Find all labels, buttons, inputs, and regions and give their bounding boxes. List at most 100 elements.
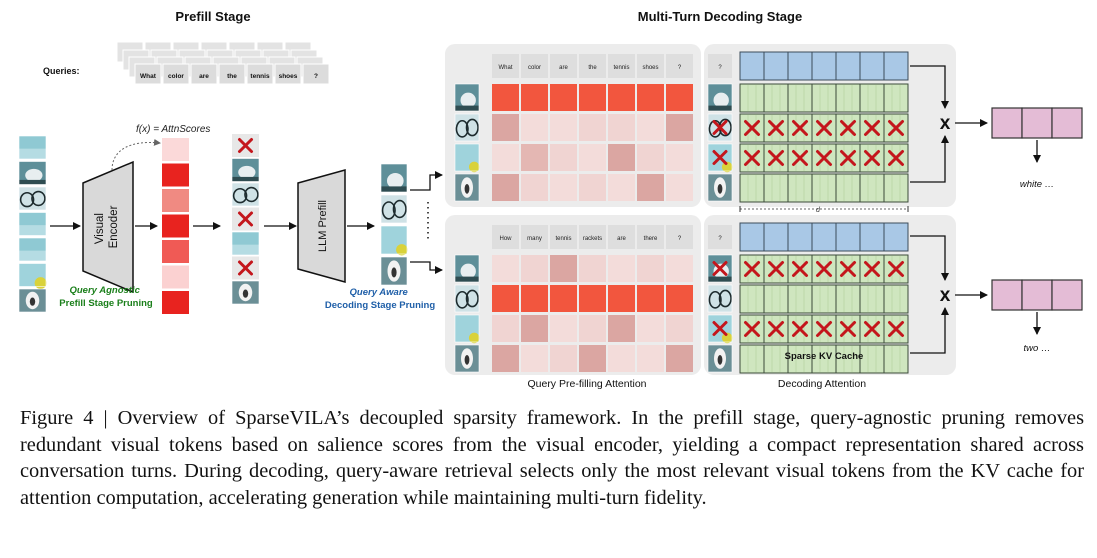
output-vector-cell — [991, 107, 1023, 139]
query-token-box — [637, 225, 664, 249]
pruned-kv-token-x — [712, 150, 728, 165]
attention-cell — [550, 255, 577, 282]
query-token-text: are — [199, 73, 209, 80]
query-prefill-attention-label: Query Pre-filling Attention — [527, 378, 646, 390]
input-image-patch — [18, 161, 47, 185]
attention-cell — [637, 315, 664, 342]
attention-cell — [637, 114, 664, 141]
query-vector-cell — [787, 51, 813, 81]
kv-cache-cell — [859, 173, 885, 203]
attention-score-cell — [162, 138, 189, 161]
query-vector-cell — [763, 51, 789, 81]
input-image-patch — [18, 237, 47, 262]
query-token-text: ? — [314, 73, 318, 80]
attention-cell — [608, 84, 635, 111]
pruned-kv-entry-x — [744, 150, 760, 166]
pruned-kv-entry-x — [792, 261, 808, 277]
output-vector-cell — [1051, 107, 1083, 139]
attention-score-cell — [162, 163, 189, 187]
attention-cell — [666, 285, 693, 312]
query-token-box — [492, 225, 519, 249]
input-image-patch — [18, 135, 47, 160]
query-token-text: rackets — [583, 236, 602, 242]
kv-cache-cell — [811, 284, 837, 314]
pruned-kv-entry-x — [792, 150, 808, 166]
query-token-box — [134, 63, 162, 85]
attention-cell — [579, 315, 606, 342]
attention-cell — [492, 174, 519, 201]
attention-cell — [550, 144, 577, 171]
pruned-kv-token-x — [712, 261, 728, 276]
attention-cell — [608, 285, 635, 312]
attention-cell — [579, 174, 606, 201]
kv-cache-cell — [835, 113, 861, 143]
query-token-text: How — [499, 236, 512, 242]
kv-cache-cell — [787, 83, 813, 113]
pruned-kv-entry-x — [744, 120, 760, 136]
kv-cache-cell — [787, 344, 813, 374]
kv-cache-cell — [883, 284, 909, 314]
query-token-text: are — [559, 65, 568, 71]
kv-cache-cell — [859, 284, 885, 314]
pruned-kv-token-x — [712, 321, 728, 336]
query-token-text: there — [644, 236, 658, 242]
kv-visual-token-image — [707, 284, 733, 313]
kv-cache-cell — [835, 173, 861, 203]
query-vector-cell — [811, 222, 837, 252]
kept-visual-token — [380, 194, 408, 224]
attention-cell — [521, 114, 548, 141]
query-token-box — [302, 63, 330, 85]
pruned-kv-entry-x — [888, 321, 904, 337]
attention-cell — [492, 84, 519, 111]
kv-visual-token-image — [707, 344, 733, 373]
kv-cache-cell — [787, 284, 813, 314]
attention-cell — [579, 345, 606, 372]
output-vector-cell — [1021, 279, 1053, 311]
query-token-text: shoes — [642, 65, 658, 71]
multiply-top: x — [910, 65, 988, 183]
attention-cell — [637, 255, 664, 282]
query-token-text: many — [527, 236, 542, 242]
attention-cell — [579, 285, 606, 312]
pruned-kv-entry-x — [864, 150, 880, 166]
kv-cache-cell — [883, 143, 909, 173]
kv-cache-cell — [859, 83, 885, 113]
kept-visual-tokens — [380, 163, 408, 286]
dimension-label: d — [816, 207, 821, 214]
pruned-kv-entry-x — [840, 120, 856, 136]
attention-cell — [579, 255, 606, 282]
output-vector-bottom — [991, 279, 1083, 311]
query-token-box — [246, 63, 274, 85]
attention-cell — [637, 345, 664, 372]
pruned-patches — [231, 134, 260, 305]
pruned-token-x — [238, 211, 253, 227]
attention-cell — [666, 345, 693, 372]
query-token-text: are — [617, 236, 626, 242]
multiply-bottom: x — [910, 235, 988, 354]
attention-score-cell — [162, 189, 189, 212]
query-vector-cell — [883, 222, 909, 252]
attention-cell — [579, 144, 606, 171]
query-token-text: the — [227, 73, 237, 80]
query-token-box — [492, 54, 519, 78]
query-token-text: tennis — [613, 65, 629, 71]
attention-cell — [608, 114, 635, 141]
attention-cell — [550, 84, 577, 111]
kv-cache-cell — [811, 83, 837, 113]
query-token-box — [274, 63, 302, 85]
multiply-symbol-top: x — [940, 113, 951, 134]
attention-cell — [492, 315, 519, 342]
attention-score-cell — [162, 214, 189, 238]
retained-image-patch — [231, 182, 260, 207]
pruned-kv-entry-x — [744, 321, 760, 337]
pruned-kv-entry-x — [864, 261, 880, 277]
attention-cell — [492, 345, 519, 372]
query-token-box — [521, 225, 548, 249]
sparsevila-overview-figure: Prefill Stage Multi-Turn Decoding Stage … — [18, 9, 1083, 390]
decoding-attention-label: Decoding Attention — [778, 378, 866, 390]
retained-image-patch — [231, 231, 260, 256]
kv-cache-cell — [739, 83, 765, 113]
kv-cache-cell — [811, 173, 837, 203]
